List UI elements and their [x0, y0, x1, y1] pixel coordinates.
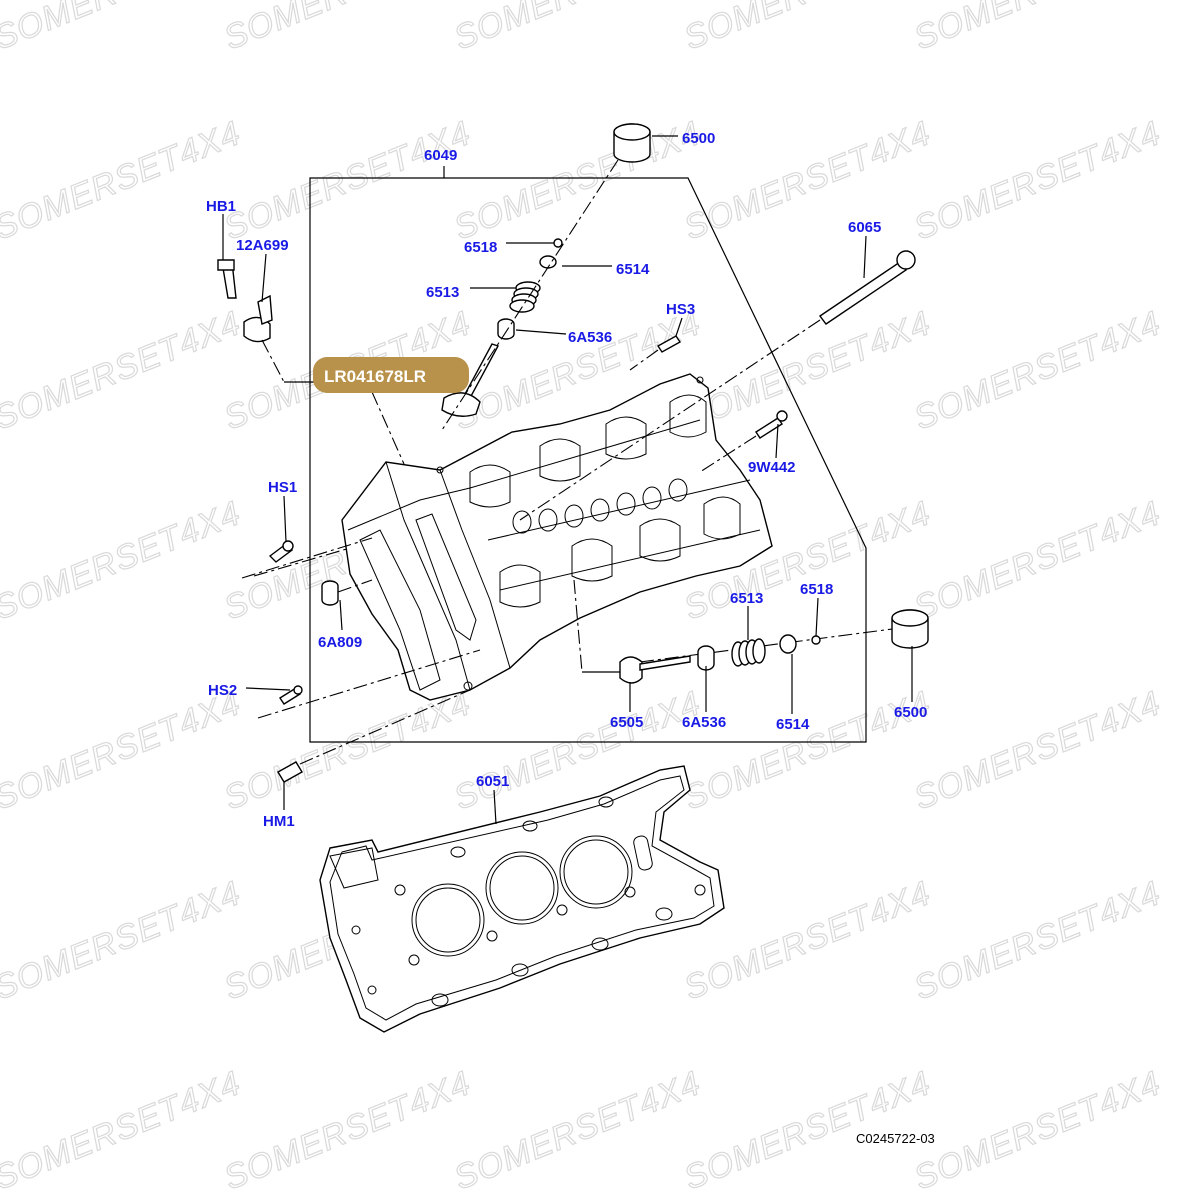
- top-valve-train: [441, 123, 651, 431]
- head-gasket-6051: [319, 765, 725, 1033]
- watermark: SOMERSET4X4: [0, 684, 246, 817]
- bracket-12a699: [243, 294, 405, 465]
- screw-hs3: [629, 335, 682, 371]
- watermark: SOMERSET4X4: [219, 114, 476, 247]
- callout-6513-bottom[interactable]: 6513: [730, 590, 763, 607]
- callout-hm1[interactable]: HM1: [263, 813, 295, 830]
- callout-hs1[interactable]: HS1: [268, 479, 297, 496]
- watermark: SOMERSET4X4: [909, 684, 1166, 817]
- retainer-6514-top: [539, 255, 557, 269]
- watermark: SOMERSET4X4: [449, 1064, 706, 1197]
- valve-seal-6a536-bot: [697, 645, 715, 671]
- callout-6a536-top[interactable]: 6A536: [568, 329, 612, 346]
- dowel-6a809: [321, 579, 373, 606]
- watermark: SOMERSET4X4: [909, 1064, 1166, 1197]
- callout-6049[interactable]: 6049: [424, 147, 457, 164]
- drawing-code: C0245722-03: [856, 1131, 935, 1146]
- callout-12a699[interactable]: 12A699: [236, 237, 289, 254]
- badge-label: LR041678LR: [324, 367, 426, 386]
- watermark: SOMERSET4X4: [679, 114, 936, 247]
- callout-6514-bottom[interactable]: 6514: [776, 716, 810, 733]
- callout-6500-top[interactable]: 6500: [682, 130, 715, 147]
- callout-hb1[interactable]: HB1: [206, 198, 236, 215]
- callout-6513-top[interactable]: 6513: [426, 284, 459, 301]
- callout-6514-top[interactable]: 6514: [616, 261, 650, 278]
- watermark: SOMERSET4X4: [679, 0, 936, 57]
- callout-9w442[interactable]: 9W442: [748, 459, 796, 476]
- collet-6518-bot: [811, 635, 821, 645]
- watermark: SOMERSET4X4: [0, 114, 246, 247]
- callout-6505[interactable]: 6505: [610, 714, 643, 731]
- valve-6505: [619, 656, 643, 684]
- part-number-badge[interactable]: LR041678LR: [313, 357, 469, 393]
- watermark: SOMERSET4X4: [909, 494, 1166, 627]
- spring-6513-bot: [731, 638, 766, 667]
- watermark: SOMERSET4X4: [909, 304, 1166, 437]
- bottom-valve-train: [573, 579, 929, 684]
- callout-labels: HB1 12A699 6049 6500 6518 6514 6513 6A53…: [206, 130, 927, 830]
- bolt-hb1: [217, 259, 237, 299]
- screw-hs1: [241, 537, 373, 579]
- watermark: SOMERSET4X4: [909, 0, 1166, 57]
- badge-background: [313, 357, 469, 393]
- callout-6518-bottom[interactable]: 6518: [800, 581, 833, 598]
- retainer-6514-bot: [779, 634, 797, 654]
- callout-hs3[interactable]: HS3: [666, 301, 695, 318]
- callout-hs2[interactable]: HS2: [208, 682, 237, 699]
- watermark: SOMERSET4X4: [0, 1064, 246, 1197]
- assembly-boundary: [309, 177, 867, 743]
- watermark: SOMERSET4X4: [0, 494, 246, 627]
- dowel-hm1: [277, 689, 471, 783]
- watermark: SOMERSET4X4: [909, 114, 1166, 247]
- watermark: SOMERSET4X4: [0, 874, 246, 1007]
- head-bolt-6065: [519, 250, 916, 521]
- bolt-9w442: [699, 410, 788, 473]
- watermark: SOMERSET4X4: [219, 0, 476, 57]
- callout-6051[interactable]: 6051: [476, 773, 509, 790]
- collet-6518-top: [553, 238, 563, 248]
- cylinder-head-6049: [341, 373, 773, 701]
- callout-6065[interactable]: 6065: [848, 219, 881, 236]
- watermark: SOMERSET4X4: [0, 0, 246, 57]
- screw-hs2: [257, 649, 481, 719]
- watermark: SOMERSET4X4: [0, 304, 246, 437]
- callout-6518-top[interactable]: 6518: [464, 239, 497, 256]
- callout-6500-bottom[interactable]: 6500: [894, 704, 927, 721]
- callout-6a536-bottom[interactable]: 6A536: [682, 714, 726, 731]
- watermark: SOMERSET4X4: [679, 304, 936, 437]
- watermark: SOMERSET4X4: [909, 874, 1166, 1007]
- watermark: SOMERSET4X4: [449, 0, 706, 57]
- watermark: SOMERSET4X4: [219, 1064, 476, 1197]
- watermark: SOMERSET4X4: [449, 114, 706, 247]
- leader-lines: [222, 135, 913, 825]
- callout-6a809[interactable]: 6A809: [318, 634, 362, 651]
- valve-seal-6a536-top: [497, 318, 515, 340]
